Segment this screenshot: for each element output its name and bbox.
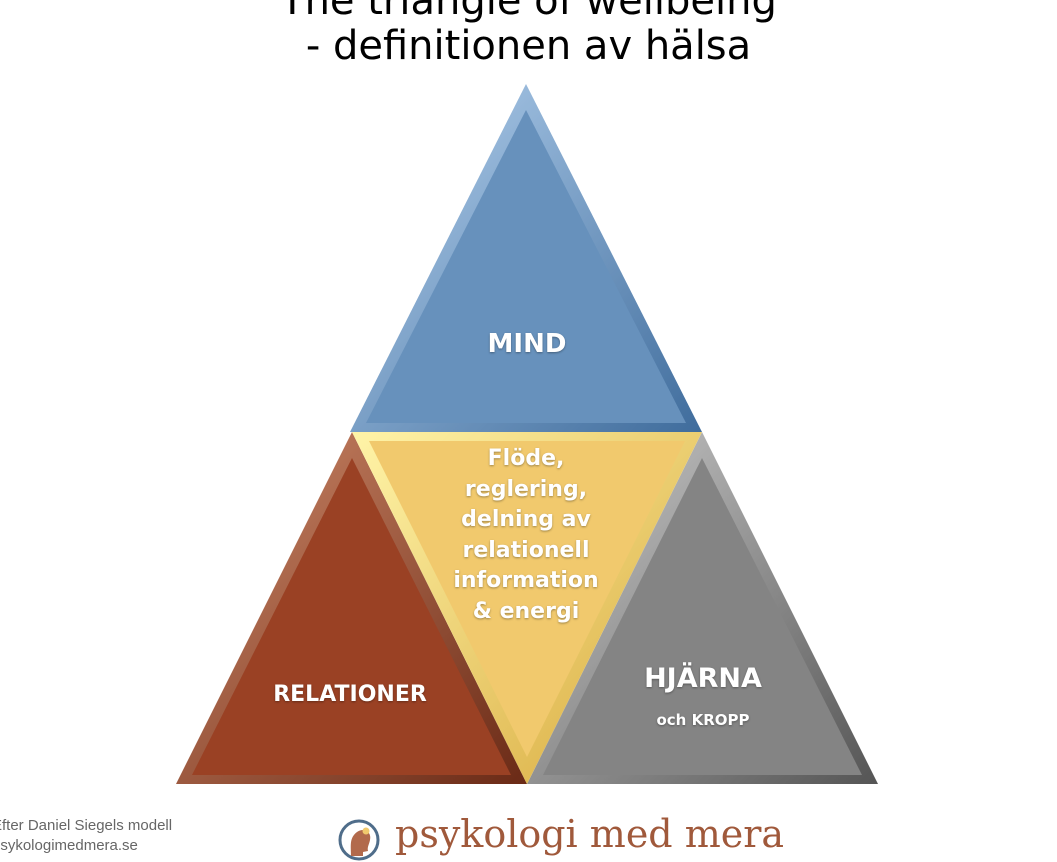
credit-text: Efter Daniel Siegels modell	[0, 817, 173, 834]
relationer-triangle	[176, 432, 527, 784]
center-label-line: reglering,	[464, 476, 588, 502]
diagram-title-line-2: - definitionen av hälsa	[305, 23, 752, 69]
mind-label: MIND	[487, 329, 567, 359]
relationer-label: RELATIONER	[273, 682, 427, 707]
center-label-line: Flöde,	[487, 446, 565, 471]
center-triangle	[352, 432, 702, 784]
head-silhouette-icon	[338, 819, 380, 861]
mind-triangle	[350, 84, 702, 432]
kropp-label: och KROPP	[656, 711, 750, 729]
website-text: psykologimedmera.se	[0, 837, 138, 854]
hjarna-label: HJÄRNA	[644, 663, 762, 694]
center-label-line: relationell	[462, 537, 590, 563]
center-label-line: & energi	[472, 598, 580, 624]
logo-text: psykologi med mera	[395, 812, 785, 856]
diagram-title-line-1: The triangle of wellbeing	[280, 0, 777, 24]
center-label: Flöde, reglering, delning av relationell…	[426, 444, 626, 627]
center-label-line: delning av	[461, 507, 591, 532]
center-label-line: information	[453, 568, 599, 593]
hjarna-kropp-triangle	[527, 432, 878, 784]
